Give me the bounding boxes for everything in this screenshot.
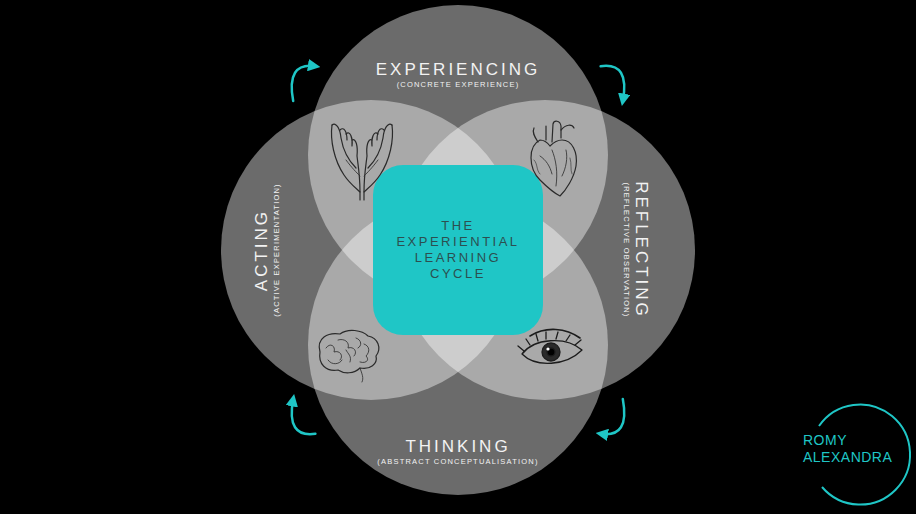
cycle-arrow: [292, 399, 316, 434]
cycle-arrow: [292, 66, 316, 101]
stage-heading: EXPERIENCING: [376, 60, 540, 80]
cycle-arrow: [601, 399, 625, 434]
hands-icon: [332, 124, 393, 200]
logo-ring: [819, 405, 910, 505]
eye-icon: [518, 329, 582, 363]
brain-icon: [319, 330, 379, 382]
stage-subheading: (ABSTRACT CONCEPTUALISATION): [377, 457, 538, 467]
stage-subheading: (CONCRETE EXPERIENCE): [376, 80, 540, 90]
stage-heading: THINKING: [377, 437, 538, 457]
brand-logo-text: ROMY ALEXANDRA: [803, 432, 898, 466]
stage-subheading: (REFLECTIVE OBSERVATION): [621, 181, 631, 319]
cycle-arrow: [601, 66, 625, 101]
stage-heading: ACTING: [252, 183, 272, 317]
circle-label: THINKING(ABSTRACT CONCEPTUALISATION): [377, 437, 538, 467]
circle-label: REFLECTING(REFLECTIVE OBSERVATION): [621, 181, 651, 319]
centre-title: THE EXPERIENTIAL LEARNING CYCLE: [373, 218, 543, 282]
stage-heading: REFLECTING: [631, 181, 651, 319]
heart-icon: [531, 121, 576, 196]
circle-label: EXPERIENCING(CONCRETE EXPERIENCE): [376, 60, 540, 90]
circle-label: ACTING(ACTIVE EXPERIMENTATION): [252, 183, 282, 317]
stage-subheading: (ACTIVE EXPERIMENTATION): [272, 183, 282, 317]
centre-square: THE EXPERIENTIAL LEARNING CYCLE: [373, 165, 543, 335]
